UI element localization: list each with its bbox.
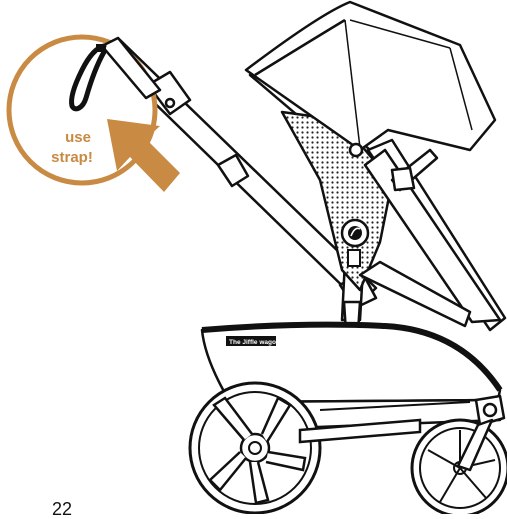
callout-line-1: use [65, 129, 91, 146]
canopy [244, 0, 497, 158]
front-fork [456, 394, 506, 472]
callout-text: use strap! [51, 129, 93, 166]
callout-line-2: strap! [51, 149, 93, 166]
page-number: 22 [52, 499, 73, 519]
brand-logo-icon [340, 218, 370, 267]
callout-handle [100, 36, 162, 100]
seat-unit [358, 138, 507, 332]
wagon-brand-label: The Jiffle wagon [226, 336, 280, 346]
rear-wheel [188, 381, 322, 514]
rear-axle-link [298, 418, 422, 444]
arrow-icon [107, 119, 180, 192]
strap-icon [69, 43, 107, 112]
brand-label-text: The Jiffle wagon [229, 339, 280, 346]
